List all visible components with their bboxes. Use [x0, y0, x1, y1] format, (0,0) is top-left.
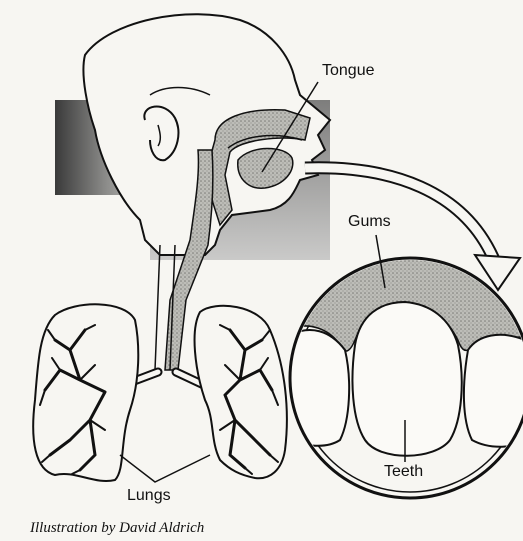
lungs-label: Lungs: [127, 487, 171, 505]
illustration-credit: Illustration by David Aldrich: [30, 520, 204, 537]
zoom-circle: [285, 250, 523, 498]
lungs-pointer: [120, 455, 210, 482]
gums-label: Gums: [348, 213, 391, 231]
right-lung: [195, 306, 287, 478]
left-lung: [33, 304, 138, 481]
tongue-label: Tongue: [322, 62, 375, 80]
teeth-label: Teeth: [384, 463, 423, 481]
right-tooth: [464, 335, 523, 447]
left-tooth: [290, 330, 349, 446]
center-tooth: [352, 302, 461, 456]
